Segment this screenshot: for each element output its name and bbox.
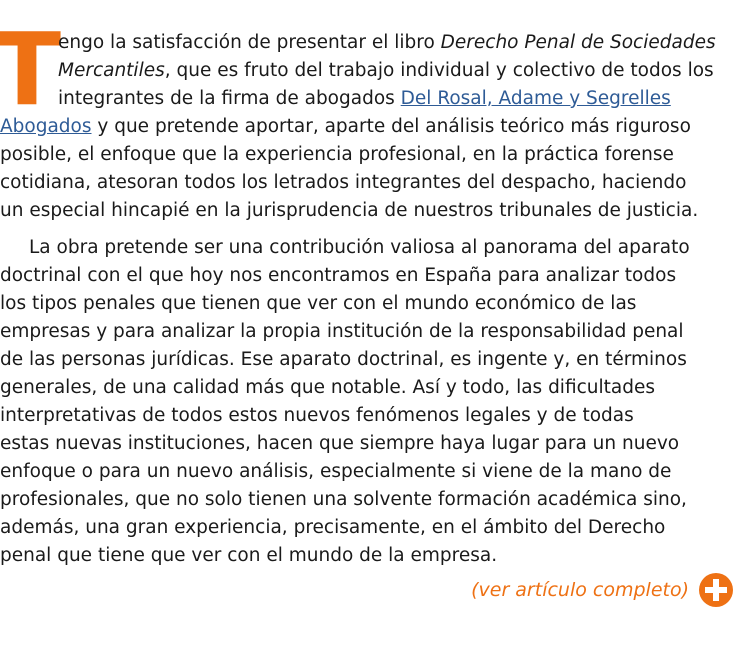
intro-text: y que pretende aportar, aparte del análi… xyxy=(91,116,691,137)
intro-text: engo la satisfacción de presentar el lib… xyxy=(58,32,441,53)
drop-cap: T xyxy=(0,11,62,128)
body-line: enfoque o para un nuevo análisis, especi… xyxy=(0,461,672,482)
intro-line: cotidiana, atesoran todos los letrados i… xyxy=(0,172,687,193)
read-more[interactable]: (ver artículo completo) xyxy=(471,573,733,607)
intro-line: Abogados y que pretende aportar, aparte … xyxy=(0,113,739,141)
body-line: además, una gran experiencia, precisamen… xyxy=(0,517,666,538)
read-more-link[interactable]: (ver artículo completo) xyxy=(471,579,689,601)
intro-text: integrantes de la firma de abogados xyxy=(58,88,401,109)
body-line: empresas y para analizar la propia insti… xyxy=(0,321,684,342)
intro-line: posible, el enfoque que la experiencia p… xyxy=(0,144,674,165)
body-line: estas nuevas instituciones, hacen que si… xyxy=(0,433,680,454)
body-paragraph: La obra pretende ser una contribución va… xyxy=(0,234,739,570)
book-title: Derecho Penal de Sociedades xyxy=(440,32,716,53)
firm-link[interactable]: Del Rosal, Adame y Segrelles xyxy=(400,88,671,109)
intro-paragraph: engo la satisfacción de presentar el lib… xyxy=(0,29,739,225)
intro-text: , que es fruto del trabajo individual y … xyxy=(164,60,714,81)
body-line: La obra pretende ser una contribución va… xyxy=(29,237,690,258)
body-line: penal que tiene que ver con el mundo de … xyxy=(0,545,498,566)
body-line: los tipos penales que tienen que ver con… xyxy=(0,293,637,314)
body-line: generales, de una calidad más que notabl… xyxy=(0,377,655,398)
intro-line: engo la satisfacción de presentar el lib… xyxy=(0,29,739,57)
book-title: Mercantiles xyxy=(58,60,165,81)
body-line: profesionales, que no solo tienen una so… xyxy=(0,489,687,510)
plus-circle-icon[interactable] xyxy=(699,573,733,607)
intro-line: Mercantiles, que es fruto del trabajo in… xyxy=(0,57,739,85)
firm-link[interactable]: Abogados xyxy=(0,116,92,137)
intro-line: un especial hincapié en la jurisprudenci… xyxy=(0,200,699,221)
body-line: interpretativas de todos estos nuevos fe… xyxy=(0,405,634,426)
intro-line: integrantes de la firma de abogados Del … xyxy=(0,85,739,113)
body-line: doctrinal con el que hoy nos encontramos… xyxy=(0,265,677,286)
body-line: de las personas jurídicas. Ese aparato d… xyxy=(0,349,687,370)
